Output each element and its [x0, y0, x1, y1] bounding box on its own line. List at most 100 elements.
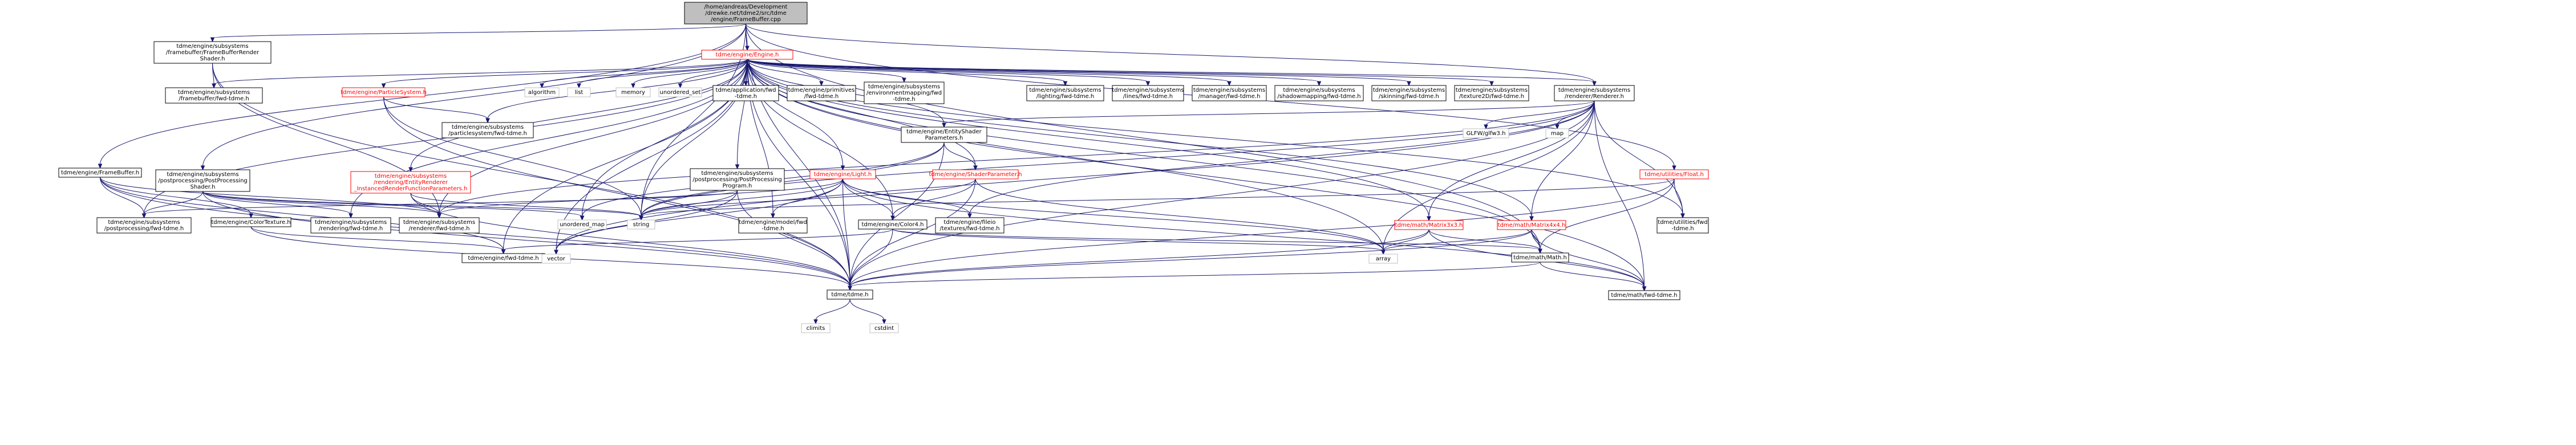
node-vector: vector — [541, 254, 571, 264]
edge-shaderparam-to-array — [975, 178, 1384, 251]
node-envmap-fwd[interactable]: tdme/engine/subsystems/environmentmappin… — [864, 81, 945, 104]
edge-arrowhead — [437, 213, 442, 219]
node-label-line: memory — [621, 89, 645, 96]
node-float[interactable]: tdme/utilities/Float.h — [1639, 169, 1709, 179]
node-box — [1545, 128, 1569, 138]
node-label-line: tdme/math/Matrix4x4.h — [1498, 222, 1566, 228]
edge-framebuffer_h-to-renderer_fwd — [100, 177, 440, 215]
node-prim-fwd[interactable]: tdme/engine/primitives/fwd-tdme.h — [787, 85, 856, 101]
node-mathh[interactable]: tdme/math/Math.h — [1511, 252, 1569, 263]
node-shaderparam[interactable]: tdme/engine/ShaderParameter.h — [929, 169, 1022, 179]
node-label-line: tdme/engine/primitives — [788, 87, 855, 93]
edge-color4-to-mathh — [892, 228, 1541, 250]
edge-arrowhead — [1427, 216, 1431, 222]
node-label-line: Program.h — [723, 183, 752, 189]
node-matrix3[interactable]: tdme/math/Matrix3x3.h — [1394, 220, 1464, 230]
node-skinning-fwd[interactable]: tdme/engine/subsystems/skinning/fwd-tdme… — [1371, 85, 1447, 101]
edge-matrix4-to-math_fwd — [1531, 229, 1645, 288]
node-box — [442, 122, 534, 138]
node-label-line: /shadowmapping/fwd-tdme.h — [1277, 93, 1360, 100]
node-label-line: /textures/fwd-tdme.h — [939, 226, 999, 232]
node-color4[interactable]: tdme/engine/Color4.h — [858, 219, 927, 230]
node-box — [1608, 290, 1680, 300]
edge-arrowhead — [212, 83, 216, 89]
node-label-line: -tdme.h — [1671, 226, 1694, 232]
node-tdmeh[interactable]: tdme/tdme.h — [827, 289, 873, 300]
node-ps-fwd[interactable]: tdme/engine/subsystems/particlesystem/fw… — [442, 122, 534, 138]
edge-arrowhead — [554, 250, 558, 255]
node-engine[interactable]: tdme/engine/Engine.h — [701, 50, 793, 60]
edge-engine-to-light — [747, 59, 843, 167]
node-label-line: _InstancedRenderFunctionParameters.h — [354, 186, 468, 192]
node-matrix4[interactable]: tdme/math/Matrix4x4.h — [1497, 220, 1566, 230]
node-shadow-fwd[interactable]: tdme/engine/subsystems/shadowmapping/fwd… — [1274, 85, 1364, 101]
node-label-line: unordered_map — [560, 222, 605, 228]
edge-arrowhead — [349, 213, 353, 219]
edge-arrowhead — [1484, 124, 1488, 130]
node-box — [690, 168, 785, 191]
node-pp-fwd[interactable]: tdme/engine/subsystems/postprocessing/fw… — [96, 217, 192, 234]
node-label-line: /framebuffer/fwd-tdme.h — [179, 96, 249, 102]
edge-entityshader-to-tdmeh — [849, 142, 945, 287]
node-rendering-fwd[interactable]: tdme/engine/subsystems/rendering/fwd-tdm… — [310, 217, 391, 234]
node-renderer[interactable]: tdme/engine/subsystems/renderer/Renderer… — [1554, 85, 1635, 101]
node-particlesystem[interactable]: tdme/engine/ParticleSystem.h — [341, 87, 427, 97]
edge-colortexture-to-engine_fwd — [250, 226, 504, 251]
node-label-line: tdme/engine/subsystems — [1456, 87, 1528, 93]
node-label-line: tdme/utilities/fwd — [1658, 219, 1707, 226]
node-model-fwd[interactable]: tdme/engine/model/fwd-tdme.h — [738, 217, 808, 234]
node-math-fwd[interactable]: tdme/math/fwd-tdme.h — [1608, 290, 1680, 300]
node-box — [701, 50, 793, 60]
node-lighting-fwd[interactable]: tdme/engine/subsystems/lighting/fwd-tdme… — [1026, 85, 1104, 101]
edge-ppshader-to-renderer_fwd — [202, 191, 440, 215]
node-box — [1368, 254, 1398, 264]
node-ppshader[interactable]: tdme/engine/subsystems/postprocessing/Po… — [155, 169, 250, 192]
edge-root-to-fbrendershader — [212, 23, 746, 39]
node-fbrendershader[interactable]: tdme/engine/subsystems/framebuffer/Frame… — [153, 41, 272, 64]
node-label-line: cstdint — [874, 325, 894, 332]
node-ppprogram[interactable]: tdme/engine/subsystems/postprocessing/Po… — [690, 168, 785, 191]
edge-matrix3-to-tdmeh — [849, 229, 1429, 287]
node-root[interactable]: /home/andreas/Development/drewke.net/tdm… — [684, 2, 808, 25]
node-texture2d-fwd[interactable]: tdme/engine/subsystems/texture2D/fwd-tdm… — [1454, 85, 1529, 101]
node-light[interactable]: tdme/engine/Light.h — [809, 169, 876, 179]
node-climits: climits — [801, 323, 831, 333]
node-util-fwd[interactable]: tdme/utilities/fwd-tdme.h — [1656, 217, 1709, 234]
node-label-line: tdme/engine/subsystems — [1029, 87, 1101, 93]
node-colortexture[interactable]: tdme/engine/ColorTexture.h — [210, 217, 291, 227]
node-label-line: tdme/engine/subsystems — [176, 43, 248, 50]
edge-arrowhead — [1407, 81, 1411, 87]
edge-arrowhead — [141, 213, 147, 219]
node-framebuffer-h[interactable]: tdme/engine/FrameBuffer.h — [58, 168, 142, 178]
edge-engine-to-list — [578, 59, 748, 85]
node-label-line: GLFW/glfw3.h — [1467, 130, 1506, 137]
edge-engine-to-matrix3 — [747, 59, 1429, 218]
edge-tdmeh-to-cstdint — [849, 299, 885, 321]
node-app-fwd[interactable]: tdme/application/fwd-tdme.h — [712, 85, 779, 101]
edge-ppshader-to-string — [202, 191, 642, 217]
edge-arrowhead — [819, 81, 824, 87]
node-label-line: /fwd-tdme.h — [804, 93, 839, 100]
edge-arrowhead — [501, 249, 506, 255]
node-engine-fwd[interactable]: tdme/engine/fwd-tdme.h — [461, 253, 545, 263]
edge-engine-to-unordered_set — [680, 59, 748, 85]
node-lines-fwd[interactable]: tdme/engine/subsystems/lines/fwd-tdme.h — [1112, 85, 1184, 101]
node-fileio-fwd[interactable]: tdme/engine/fileio/textures/fwd-tdme.h — [935, 217, 1005, 234]
edge-light-to-array — [843, 178, 1384, 251]
node-label-line: tdme/engine/subsystems — [108, 219, 180, 226]
edge-float-to-mathh — [1540, 178, 1675, 250]
edge-color4-to-array — [892, 228, 1384, 251]
node-fb-fwd[interactable]: tdme/engine/subsystems/framebuffer/fwd-t… — [165, 87, 263, 104]
node-renderer-fwd[interactable]: tdme/engine/subsystems/renderer/fwd-tdme… — [399, 217, 480, 234]
edge-arrowhead — [540, 83, 544, 89]
edge-arrowhead — [882, 319, 886, 325]
node-manager-fwd[interactable]: tdme/engine/subsystems/manager/fwd-tdme.… — [1192, 85, 1267, 101]
node-instanced[interactable]: tdme/engine/subsystems/rendering/EntityR… — [350, 171, 471, 194]
node-label-line: -tdme.h — [735, 93, 757, 100]
edge-light-to-color4 — [843, 178, 893, 217]
node-label-line: /lighting/fwd-tdme.h — [1036, 93, 1095, 100]
edge-root-to-renderer — [746, 23, 1595, 83]
node-label-line: /postprocessing/fwd-tdme.h — [104, 226, 184, 232]
node-box — [342, 87, 426, 97]
